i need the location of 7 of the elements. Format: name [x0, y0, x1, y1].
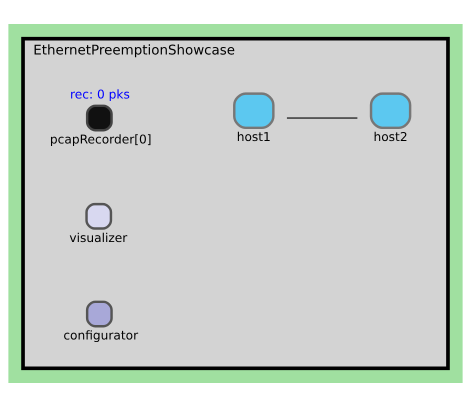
- node-label: host1: [236, 130, 271, 144]
- node-label: visualizer: [69, 230, 128, 245]
- node-label: pcapRecorder[0]: [50, 132, 152, 147]
- node-label: rec: 0 pks: [70, 87, 130, 102]
- node-label: configurator: [63, 328, 138, 343]
- connector: [286, 117, 358, 119]
- node-label: host2: [373, 130, 408, 144]
